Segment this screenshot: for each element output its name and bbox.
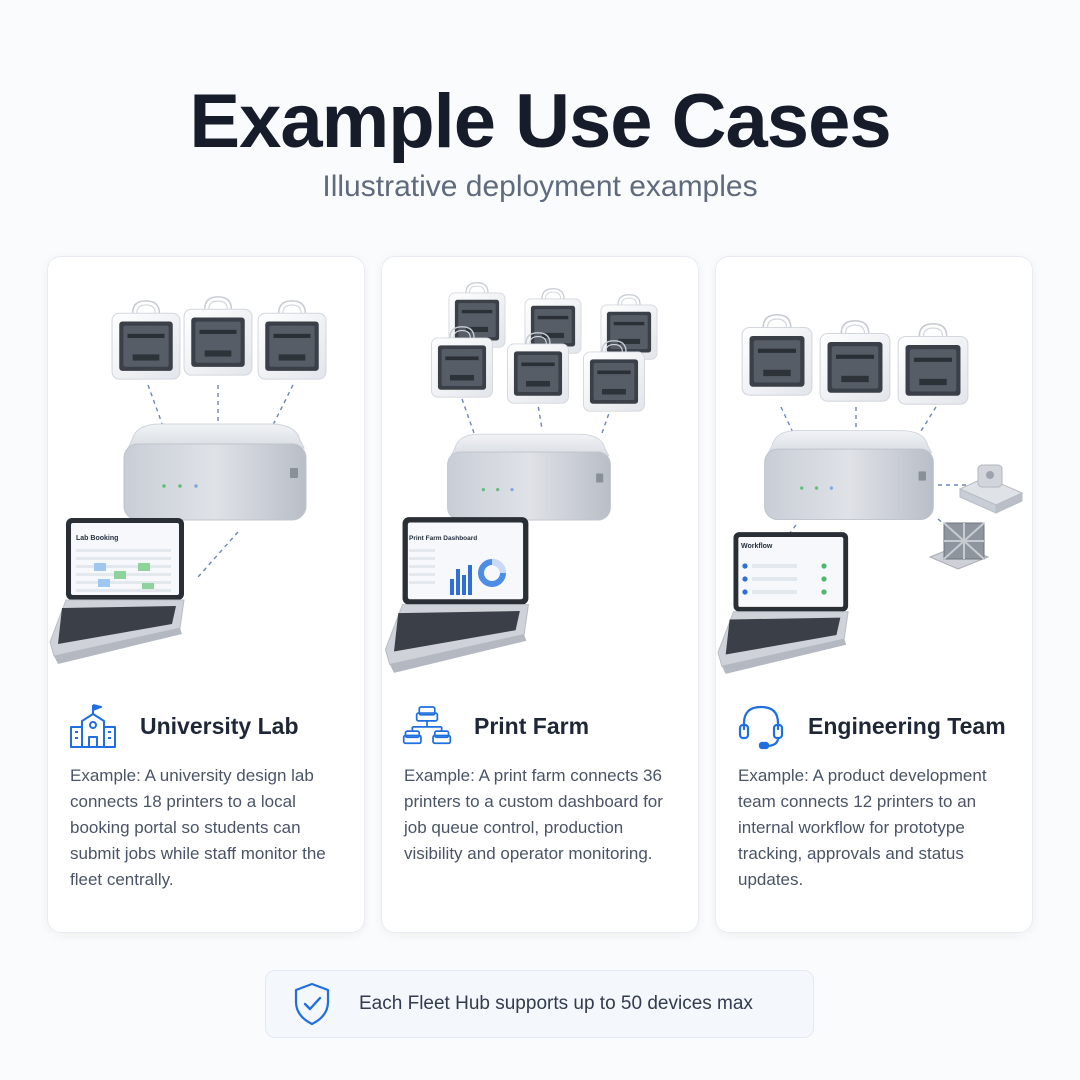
fleet-hub-device [764, 430, 934, 521]
printer-icon [257, 300, 327, 380]
screen-label: Workflow [741, 543, 773, 550]
printer-icon [819, 319, 891, 403]
printed-part-lattice [928, 522, 990, 570]
card-title: Print Farm [474, 712, 590, 739]
laptop-device [717, 531, 849, 675]
engineering-team-illustration: Workflow [717, 313, 1024, 675]
use-case-card-university-lab: Lab Booking [47, 256, 365, 933]
printer-icon [111, 300, 181, 380]
fleet-hub-device [447, 433, 611, 521]
lab-booking-screen: Lab Booking [76, 535, 171, 592]
use-case-card-print-farm: Print Farm Dashboard [381, 256, 699, 933]
card-description: Example: A product development team conn… [738, 766, 987, 889]
school-building-icon [70, 704, 116, 748]
printer-icon [897, 322, 969, 406]
shield-check-icon [294, 982, 330, 1026]
card-description: Example: A print farm connects 36 printe… [404, 766, 663, 863]
print-farm-illustration: Print Farm Dashboard [384, 281, 658, 674]
card-header: University Lab [68, 697, 352, 755]
printer-icon [600, 293, 658, 361]
network-hierarchy-icon [402, 706, 452, 745]
device-limit-note: Each Fleet Hub supports up to 50 devices… [265, 970, 814, 1038]
page-title: Example Use Cases [189, 79, 891, 164]
screen-label: Print Farm Dashboard [409, 535, 477, 542]
workflow-screen: Workflow [741, 543, 827, 595]
page-subtitle: Illustrative deployment examples [322, 170, 758, 203]
printer-icon [183, 296, 253, 376]
headset-icon [738, 705, 784, 750]
fleet-hub-device [123, 423, 307, 521]
device-limit-text: Each Fleet Hub supports up to 50 devices… [359, 993, 753, 1014]
card-header: Print Farm [402, 697, 686, 755]
print-farm-dashboard-screen: Print Farm Dashboard [409, 535, 506, 595]
university-lab-illustration: Lab Booking [49, 296, 327, 665]
card-header: Engineering Team [736, 697, 1020, 755]
printer-icon [741, 313, 813, 397]
printed-part-bracket [958, 464, 1024, 514]
card-description: Example: A university design lab connect… [70, 766, 326, 889]
use-case-card-engineering-team: Workflow Engineering Team Ex [715, 256, 1033, 933]
screen-label: Lab Booking [76, 535, 118, 542]
card-title: Engineering Team [808, 712, 1006, 739]
card-title: University Lab [140, 712, 299, 739]
